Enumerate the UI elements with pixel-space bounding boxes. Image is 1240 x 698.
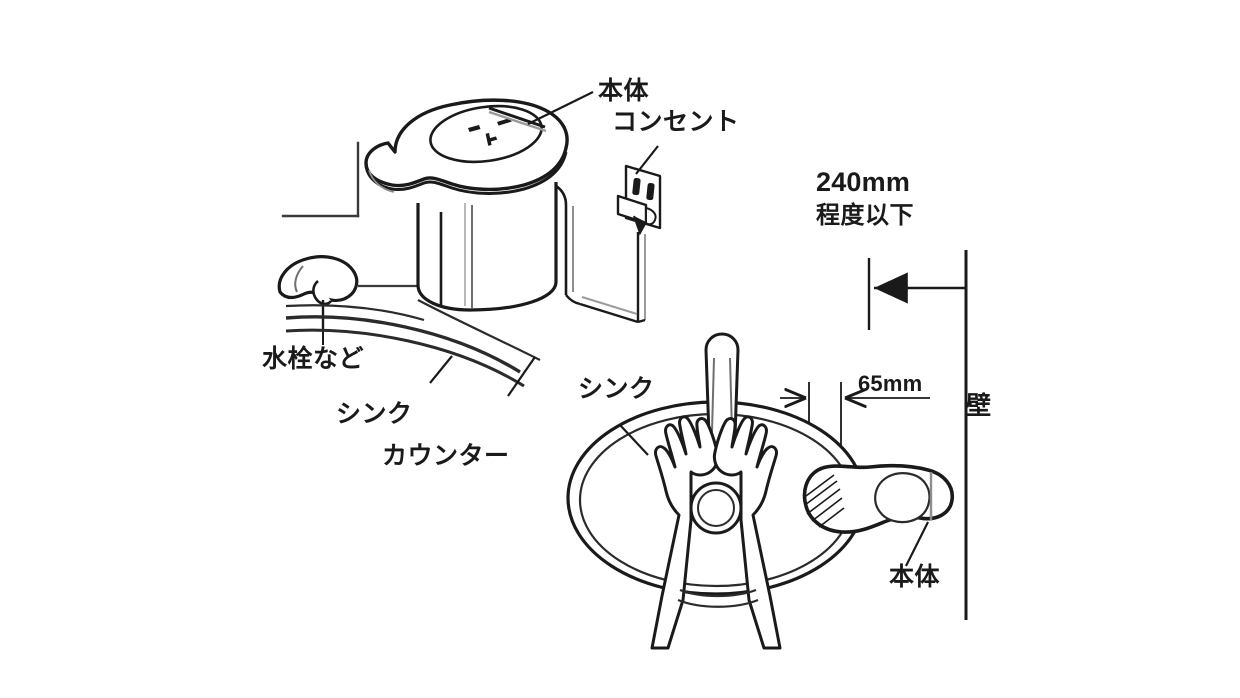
label-wall: 壁 [966, 392, 992, 420]
power-outlet-icon [616, 164, 662, 236]
plan-view-scene [566, 332, 954, 650]
dimension-qualifier-240: 程度以下 [816, 202, 914, 229]
label-faucet-etc: 水栓など [262, 345, 365, 373]
leader-main-unit-top [527, 91, 594, 125]
leader-sink-upper [429, 355, 453, 384]
leader-main-unit-bottom [905, 521, 929, 567]
label-sink-lower: シンク [578, 375, 655, 403]
counter-line-plan [677, 588, 759, 608]
sensor-hatch-icon [804, 474, 845, 528]
label-main-unit-top: 本体 [598, 77, 650, 105]
leader-counter [507, 356, 536, 397]
leader-sink-lower [619, 424, 649, 456]
label-main-unit-bottom: 本体 [889, 563, 941, 591]
wall-corner-lines [281, 141, 360, 218]
power-cord [579, 232, 646, 324]
leader-outlet [635, 145, 659, 175]
dimension-value-240: 240mm [816, 167, 911, 197]
drain-icon [689, 481, 743, 535]
label-counter: カウンター [382, 442, 510, 470]
perspective-scene [277, 91, 662, 397]
soap-dispenser-plan [802, 463, 954, 534]
dimension-value-65: 65mm [858, 371, 923, 396]
faucet-icon [277, 255, 359, 330]
label-sink-upper: シンク [336, 400, 413, 428]
control-panel-marks [468, 118, 512, 146]
counter-and-sink-curves [285, 299, 541, 388]
label-outlet: コンセント [612, 108, 740, 136]
hands-icon [650, 415, 782, 650]
soap-dispenser-perspective [364, 98, 581, 312]
